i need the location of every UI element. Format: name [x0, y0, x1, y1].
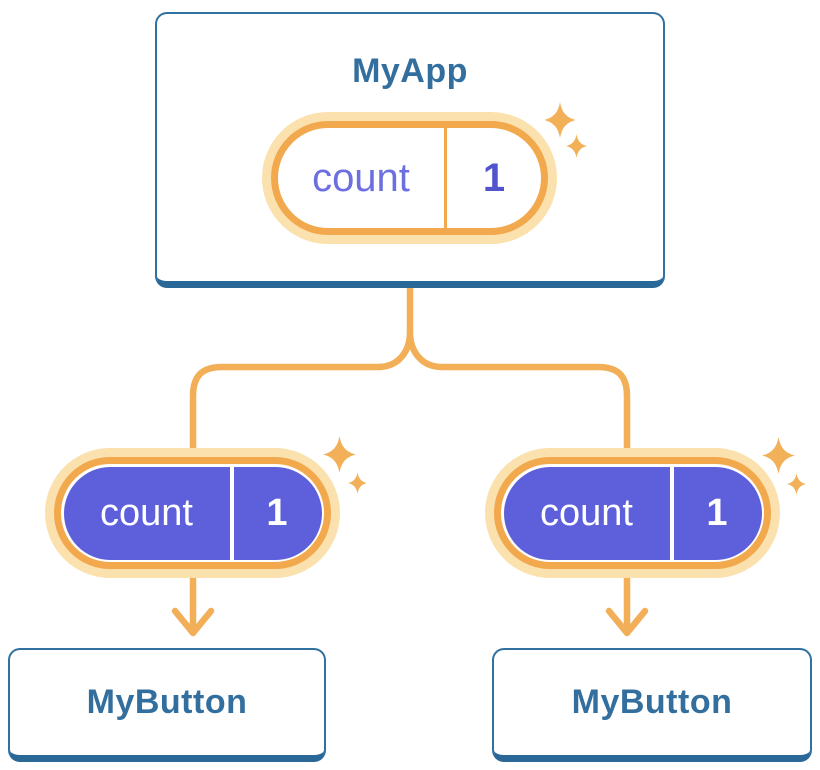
- state-pill-fill: count 1: [63, 466, 322, 560]
- state-pill-right-child: count 1: [485, 448, 780, 578]
- component-title: MyButton: [571, 683, 733, 721]
- state-name: count: [540, 491, 633, 534]
- state-value: 1: [229, 466, 321, 560]
- state-pill-fill: count 1: [503, 466, 762, 560]
- state-name: count: [312, 155, 410, 200]
- state-name: count: [100, 491, 193, 534]
- state-value: 1: [669, 466, 761, 560]
- sparkle-icon: [566, 134, 587, 158]
- arrow-down-right-icon: [605, 572, 649, 637]
- state-pill-ring: count 1: [271, 121, 548, 235]
- component-card-left-child: MyButton: [8, 648, 326, 762]
- state-pill-ring: count 1: [494, 457, 771, 569]
- sparkle-icon: [323, 436, 356, 473]
- sparkle-icon: [787, 473, 806, 495]
- state-pill-left-child: count 1: [45, 448, 340, 578]
- connector-fork: [189, 284, 631, 452]
- component-card-right-child: MyButton: [492, 648, 812, 762]
- sparkle-icon: [348, 472, 367, 494]
- state-pill-root: count 1: [262, 112, 557, 244]
- sparkle-icon: [762, 437, 795, 474]
- sparkle-icon: [544, 102, 576, 138]
- state-pill-ring: count 1: [54, 457, 331, 569]
- component-title: MyButton: [86, 683, 248, 721]
- state-value: 1: [444, 128, 541, 228]
- component-title: MyApp: [352, 52, 468, 90]
- arrow-down-left-icon: [171, 572, 215, 637]
